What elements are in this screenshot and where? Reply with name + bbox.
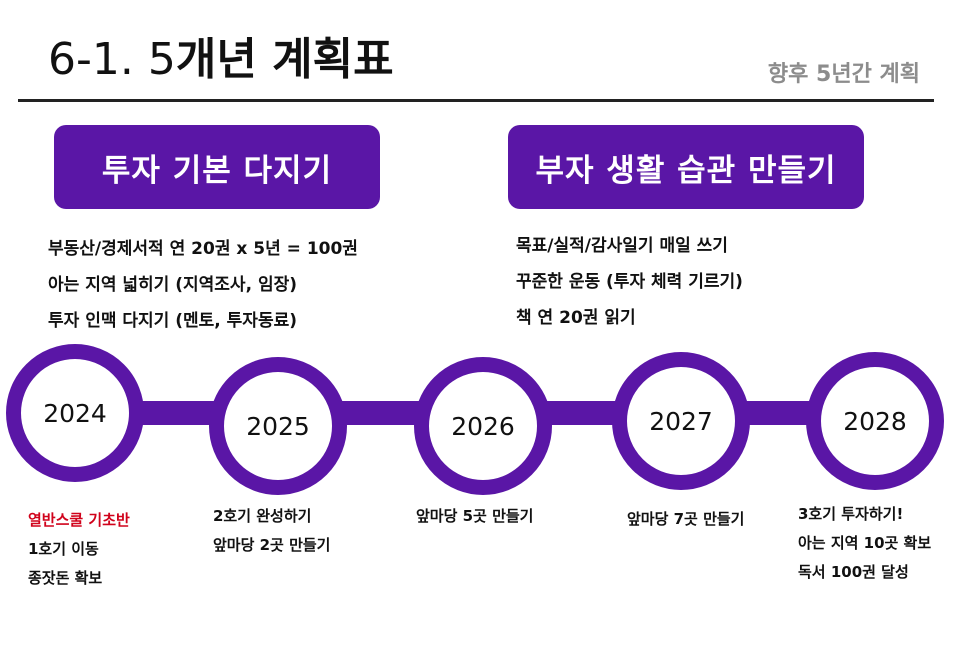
page-title-main: 개년 계획표: [175, 34, 394, 85]
notes-2024: 열반스쿨 기초반 1호기 이동 종잣돈 확보: [28, 506, 130, 593]
heading-rich-habits: 부자 생활 습관 만들기: [508, 125, 864, 209]
list-item: 부동산/경제서적 연 20권 x 5년 = 100권: [48, 239, 358, 259]
timeline-node-2025: 2025: [209, 357, 347, 495]
timeline-node-2027: 2027: [612, 352, 750, 490]
note-item: 아는 지역 10곳 확보: [798, 534, 932, 552]
notes-2027: 앞마당 7곳 만들기: [627, 505, 744, 534]
list-item: 투자 인맥 다지기 (멘토, 투자동료): [48, 311, 297, 331]
timeline-node-2028: 2028: [806, 352, 944, 490]
timeline: 2024 2025 2026 2027 2028: [0, 340, 958, 510]
notes-2026: 앞마당 5곳 만들기: [416, 502, 533, 531]
list-item: 꾸준한 운동 (투자 체력 기르기): [516, 272, 743, 292]
list-item: 목표/실적/감사일기 매일 쓰기: [516, 236, 728, 256]
heading-invest-basics: 투자 기본 다지기: [54, 125, 380, 209]
list-item: 아는 지역 넓히기 (지역조사, 임장): [48, 275, 297, 295]
title-divider: [18, 99, 934, 102]
rich-habits-list: 목표/실적/감사일기 매일 쓰기 꾸준한 운동 (투자 체력 기르기) 책 연 …: [516, 228, 743, 336]
note-item: 앞마당 2곳 만들기: [213, 536, 331, 554]
invest-basics-list: 부동산/경제서적 연 20권 x 5년 = 100권 아는 지역 넓히기 (지역…: [48, 231, 358, 339]
year-label: 2024: [43, 398, 107, 428]
year-label: 2026: [451, 411, 515, 441]
note-item: 1호기 이동: [28, 540, 99, 558]
notes-2025: 2호기 완성하기 앞마당 2곳 만들기: [213, 502, 330, 560]
note-item: 앞마당 5곳 만들기: [416, 507, 534, 525]
note-item: 3호기 투자하기!: [798, 505, 904, 523]
page-subtitle: 향후 5년간 계획: [767, 62, 920, 87]
note-item: 앞마당 7곳 만들기: [627, 510, 745, 528]
notes-2028: 3호기 투자하기! 아는 지역 10곳 확보 독서 100권 달성: [798, 500, 931, 587]
timeline-node-2024: 2024: [6, 344, 144, 482]
note-item: 독서 100권 달성: [798, 563, 909, 581]
list-item: 책 연 20권 읽기: [516, 308, 636, 328]
note-item: 종잣돈 확보: [28, 569, 103, 587]
timeline-node-2026: 2026: [414, 357, 552, 495]
note-item: 열반스쿨 기초반: [28, 511, 130, 529]
page-title-prefix: 6-1. 5: [48, 34, 176, 85]
year-label: 2027: [649, 406, 713, 436]
note-item: 2호기 완성하기: [213, 507, 312, 525]
page-title: 6-1. 5개년 계획표: [48, 30, 394, 90]
year-label: 2028: [843, 406, 907, 436]
year-label: 2025: [246, 411, 310, 441]
